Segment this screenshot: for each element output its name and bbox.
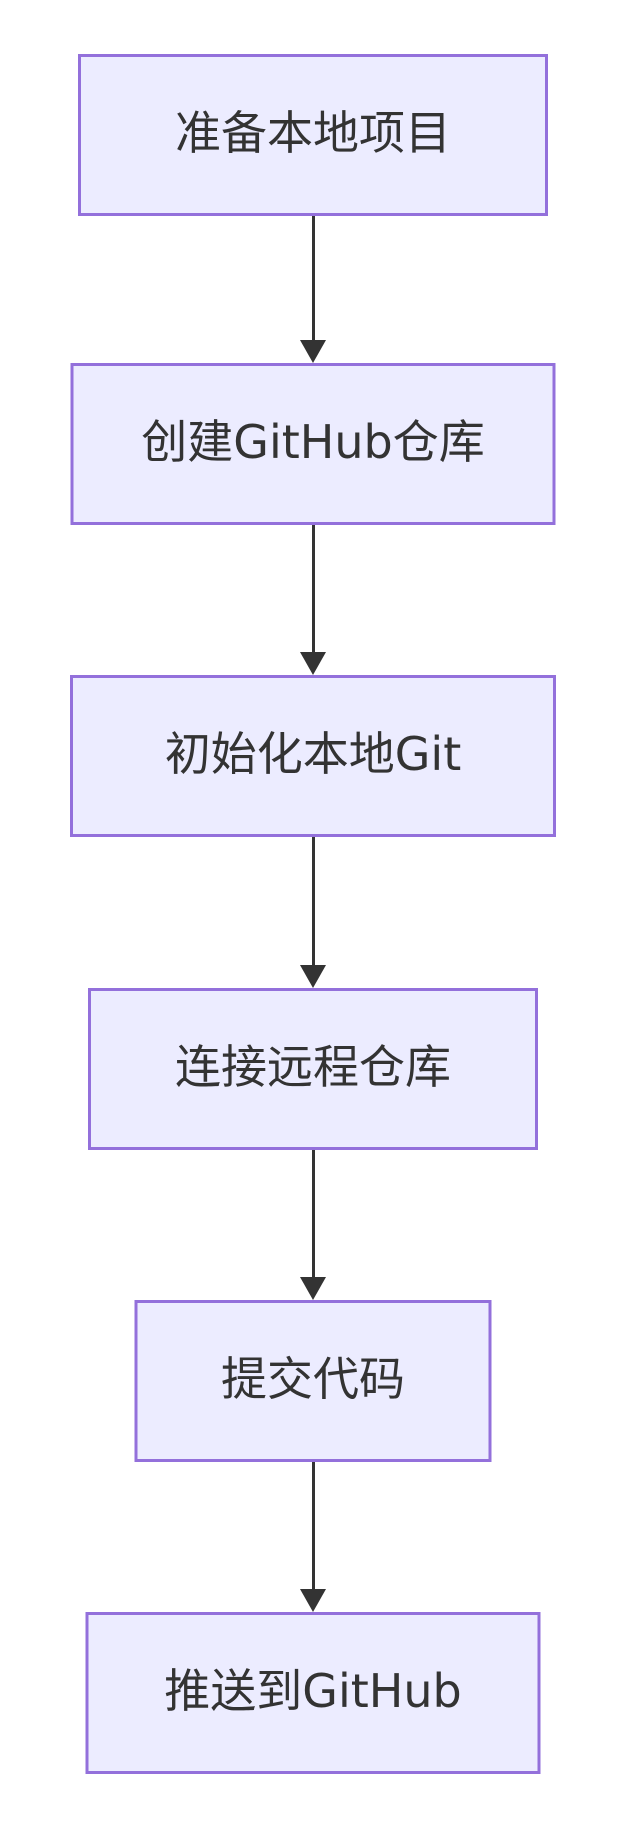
arrowhead-icon: [300, 1589, 326, 1612]
arrowhead-icon: [300, 652, 326, 675]
node-label: 提交代码: [221, 1352, 405, 1406]
arrow-line: [311, 1462, 315, 1589]
node-label: 准备本地项目: [175, 106, 451, 160]
arrow-prepare-to-create: [299, 216, 327, 363]
node-prepare-local-project: 准备本地项目: [78, 54, 548, 216]
arrow-init-to-connect: [299, 837, 327, 988]
arrowhead-icon: [300, 965, 326, 988]
arrow-create-to-init: [299, 525, 327, 675]
arrow-line: [311, 525, 315, 652]
arrow-commit-to-push: [299, 1462, 327, 1612]
node-label: 连接远程仓库: [175, 1040, 451, 1094]
node-label: 创建GitHub仓库: [141, 415, 485, 469]
node-commit-code: 提交代码: [134, 1300, 492, 1462]
node-label: 推送到GitHub: [164, 1664, 462, 1718]
node-create-github-repo: 创建GitHub仓库: [70, 363, 556, 525]
arrowhead-icon: [300, 340, 326, 363]
node-init-local-git: 初始化本地Git: [70, 675, 556, 837]
arrow-line: [311, 216, 315, 340]
arrow-line: [311, 837, 315, 965]
arrow-line: [311, 1150, 315, 1277]
arrowhead-icon: [300, 1277, 326, 1300]
node-label: 初始化本地Git: [164, 727, 462, 781]
arrow-connect-to-commit: [299, 1150, 327, 1300]
node-push-to-github: 推送到GitHub: [85, 1612, 541, 1774]
node-connect-remote-repo: 连接远程仓库: [88, 988, 538, 1150]
